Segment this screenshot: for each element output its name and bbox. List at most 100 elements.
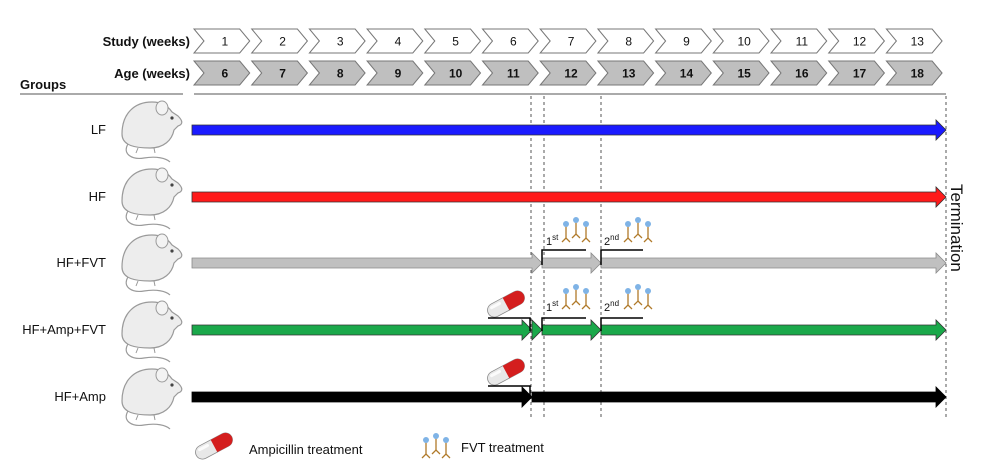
legend: Ampicillin treatment FVT treatment <box>192 429 544 463</box>
fvt-annotation-hffvt-2nd: 2nd <box>600 216 653 265</box>
ampicillin-annotation-hfamp <box>484 355 531 397</box>
age-week-number: 12 <box>564 67 578 81</box>
timeline-arrow-segment <box>531 319 543 341</box>
fvt-annotation-hfampfvt-2nd: 2nd <box>600 283 653 331</box>
ampicillin-annotation-hfampfvt <box>484 287 531 331</box>
timeline-arrow <box>191 186 947 208</box>
timeline-arrow-segment <box>541 252 602 274</box>
age-week-number: 14 <box>680 67 694 81</box>
study-week-number: 2 <box>279 35 286 49</box>
age-week-chevron <box>827 60 886 86</box>
study-week-chevron <box>539 28 597 54</box>
age-week-number: 13 <box>622 67 636 81</box>
capsule-pill-icon <box>192 429 236 463</box>
age-week-chevron <box>192 60 251 86</box>
legend-ampicillin-label: Ampicillin treatment <box>249 442 363 457</box>
study-week-chevron <box>596 28 655 54</box>
age-week-chevron <box>596 60 655 86</box>
age-week-number: 11 <box>507 67 520 81</box>
age-week-number: 10 <box>449 67 463 81</box>
age-week-chevron <box>539 60 597 86</box>
study-week-number: 5 <box>452 35 459 49</box>
timeline-arrow <box>191 119 947 141</box>
mouse-icon <box>121 300 183 363</box>
groups-label: Groups <box>20 77 66 92</box>
legend-fvt-label: FVT treatment <box>461 440 544 455</box>
study-week-chevron <box>885 28 943 54</box>
study-week-number: 3 <box>337 35 344 49</box>
phage-icon <box>623 216 653 243</box>
study-week-number: 8 <box>625 35 632 49</box>
timeline-arrow-segment <box>600 252 947 274</box>
phage-icon <box>561 216 591 243</box>
capsule-pill-icon <box>484 287 528 321</box>
study-week-chevron <box>192 28 251 54</box>
study-week-chevron <box>250 28 309 54</box>
group-label-hf-amp: HF+Amp <box>54 389 106 404</box>
study-week-chevron <box>423 28 482 54</box>
fvt-annotation-hffvt-1st: 1st <box>541 216 591 265</box>
study-week-chevron <box>712 28 770 54</box>
age-week-chevron <box>712 60 770 86</box>
phage-icon <box>421 432 451 459</box>
study-week-number: 10 <box>737 35 751 49</box>
study-week-number: 6 <box>510 35 517 49</box>
study-week-number: 12 <box>853 35 867 49</box>
capsule-pill-icon <box>484 355 528 389</box>
age-week-chevron <box>885 60 943 86</box>
age-week-number: 16 <box>795 67 809 81</box>
group-label-hf-fvt: HF+FVT <box>57 255 107 270</box>
age-week-number: 9 <box>395 67 402 81</box>
fvt-annotation-hfampfvt-1st: 1st <box>541 283 591 331</box>
study-week-chevron <box>481 28 539 54</box>
svg-text:2nd: 2nd <box>604 233 619 248</box>
age-week-chevron <box>769 60 828 86</box>
age-week-number: 7 <box>279 67 286 81</box>
study-week-number: 13 <box>911 35 925 49</box>
group-label-hf-amp-fvt: HF+Amp+FVT <box>22 322 106 337</box>
age-week-chevron <box>654 60 712 86</box>
group-label-lf: LF <box>91 122 106 137</box>
study-week-chevron <box>366 28 424 54</box>
phage-icon <box>561 283 591 310</box>
study-weeks-label: Study (weeks) <box>103 34 190 49</box>
mouse-icon <box>121 167 183 230</box>
age-week-chevrons: 6 7 8 9 10 11 12 13 14 15 16 17 18 <box>192 60 943 86</box>
study-week-number: 1 <box>222 35 229 49</box>
age-week-chevron <box>250 60 309 86</box>
study-week-chevron <box>769 28 828 54</box>
timeline-arrow-segment <box>531 386 947 408</box>
group-rows: LF HF HF+FVT HF+Amp+FVT HF+Amp <box>22 100 947 430</box>
timeline-arrow-segment <box>541 319 602 341</box>
study-week-chevron <box>654 28 712 54</box>
age-week-chevron <box>481 60 539 86</box>
mouse-icon <box>121 100 183 163</box>
age-week-number: 6 <box>222 67 229 81</box>
age-week-chevron <box>366 60 424 86</box>
age-week-number: 17 <box>853 67 867 81</box>
study-week-chevron <box>308 28 366 54</box>
termination-label: Termination <box>947 184 966 272</box>
phage-icon <box>623 283 653 310</box>
study-week-chevron <box>827 28 886 54</box>
mouse-icon <box>121 367 183 430</box>
timeline-arrow-segment <box>191 252 543 274</box>
age-week-number: 18 <box>911 67 925 81</box>
age-week-chevron <box>423 60 482 86</box>
timeline-arrow-segment <box>600 319 947 341</box>
age-week-number: 8 <box>337 67 344 81</box>
study-week-number: 9 <box>683 35 690 49</box>
group-label-hf: HF <box>89 189 106 204</box>
svg-text:2nd: 2nd <box>604 299 619 314</box>
timeline-arrow-segment <box>191 319 533 341</box>
age-week-chevron <box>308 60 366 86</box>
svg-text:1st: 1st <box>546 299 559 314</box>
svg-text:1st: 1st <box>546 233 559 248</box>
age-weeks-label: Age (weeks) <box>114 66 190 81</box>
age-week-number: 15 <box>737 67 751 81</box>
timeline-arrow-segment <box>191 386 533 408</box>
study-week-number: 11 <box>796 35 809 49</box>
study-week-number: 4 <box>395 35 402 49</box>
